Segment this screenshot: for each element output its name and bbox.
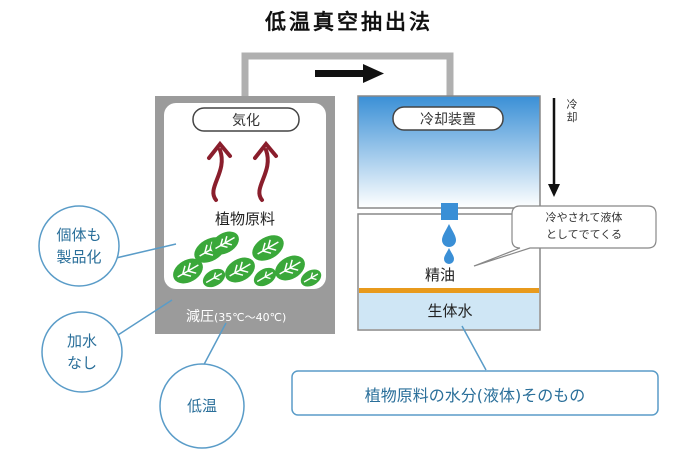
leaf-icon xyxy=(225,257,255,283)
pointer-line xyxy=(461,325,487,371)
whole-body-line-2: 製品化 xyxy=(56,248,102,266)
plant-label: 植物原料 xyxy=(214,210,275,228)
low-temp-label: 低温 xyxy=(186,397,217,415)
leaf-icon xyxy=(252,235,284,261)
pointer-line xyxy=(115,243,177,259)
vapor-arrow-icon xyxy=(253,140,278,202)
callout-line-2: としてでてくる xyxy=(545,228,623,241)
pointer-line xyxy=(117,299,173,336)
pressure-range: (35℃〜40℃) xyxy=(214,311,287,324)
water-layer xyxy=(359,292,539,329)
pressure-text: 減圧 xyxy=(186,309,214,325)
no-water-line-1: 加水 xyxy=(66,332,97,350)
vapor-pill xyxy=(192,107,300,132)
leaf-icon xyxy=(275,255,305,281)
oil-layer xyxy=(359,288,539,293)
vapor-label: 気化 xyxy=(232,113,260,129)
vapor-arrow-icon xyxy=(207,140,232,202)
oil-label: 精油 xyxy=(424,266,455,284)
whole-body-line-1: 個体も xyxy=(56,226,102,244)
cooling-arrow-icon xyxy=(548,98,560,197)
droplet-icon xyxy=(444,248,454,264)
feature-bubble-whole-body xyxy=(38,205,120,287)
callout-line-1: 冷やされて液体 xyxy=(545,211,623,224)
flow-arrow-icon xyxy=(315,64,384,83)
bottom-note-box xyxy=(291,370,659,416)
feature-bubble-no-water xyxy=(41,311,123,393)
bottom-note: 植物原料の水分(液体)そのもの xyxy=(364,386,586,405)
no-water-line-2: なし xyxy=(66,354,97,372)
condenser-nozzle xyxy=(441,203,458,220)
pressure-label: 減圧(35℃〜40℃) xyxy=(186,306,286,326)
droplet-icon xyxy=(442,224,456,247)
water-label: 生体水 xyxy=(427,302,473,320)
cooling-label: 冷却 xyxy=(566,98,578,124)
callout-bubble xyxy=(473,205,657,267)
connecting-pipe xyxy=(241,52,454,96)
leaf-icon xyxy=(253,267,277,287)
cooler-pill xyxy=(392,106,504,131)
page-title: 低温真空抽出法 xyxy=(265,10,433,34)
cooler-label: 冷却装置 xyxy=(420,112,476,128)
feature-bubble-low-temp xyxy=(159,363,245,449)
leaf-icon xyxy=(202,268,226,288)
leaf-icon xyxy=(211,231,239,255)
leaf-icon xyxy=(300,269,322,287)
leaf-icon xyxy=(173,258,203,284)
